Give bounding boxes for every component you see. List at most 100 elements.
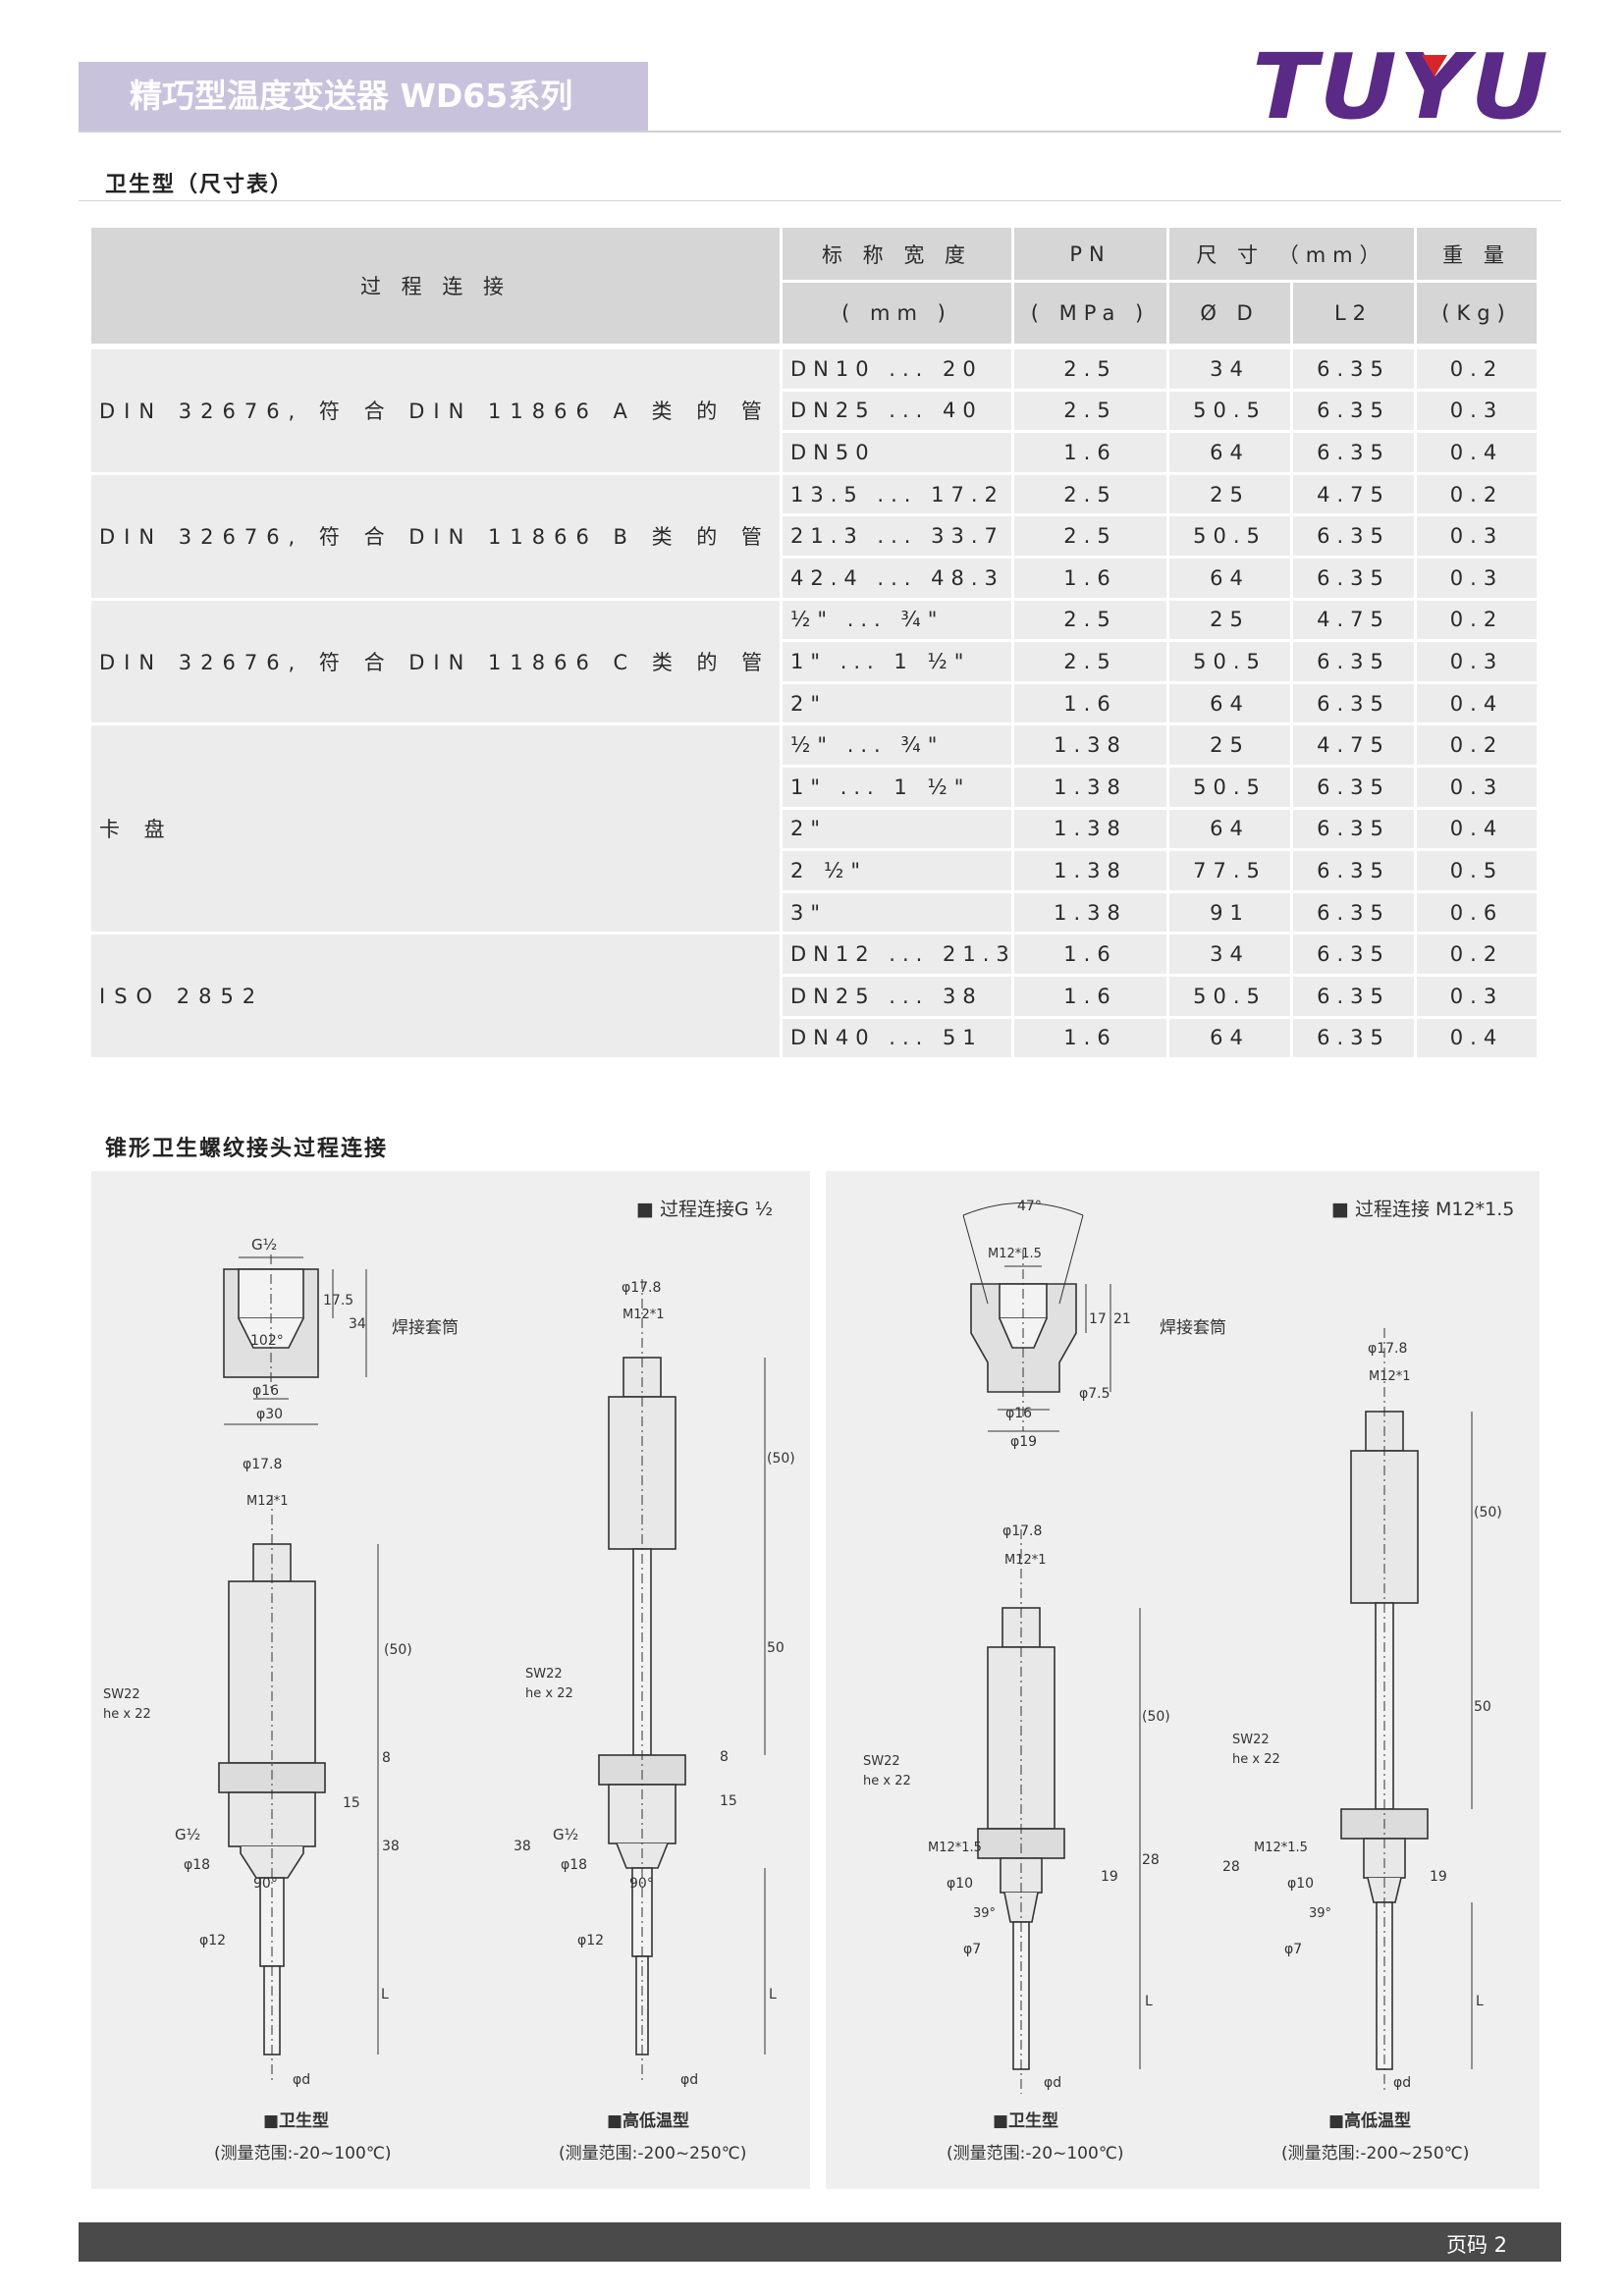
group-label: ISO 2852: [91, 934, 780, 1058]
header-dimension: 尺 寸 （mm）: [1169, 228, 1414, 280]
table-cell: 50.5: [1169, 768, 1290, 807]
table-cell: 91: [1169, 892, 1290, 933]
table-cell: DN25 ... 38: [783, 977, 1011, 1016]
table-cell: 6.35: [1293, 1018, 1414, 1058]
svg-text:15: 15: [720, 1793, 737, 1809]
table-cell: 6.35: [1293, 809, 1414, 849]
svg-text:28: 28: [1222, 1859, 1240, 1875]
svg-text:φ7: φ7: [963, 1942, 981, 1957]
svg-text:15: 15: [343, 1795, 360, 1811]
table-cell: 25: [1169, 474, 1290, 514]
svg-text:φ10: φ10: [947, 1876, 973, 1892]
svg-text:φd: φd: [1044, 2075, 1061, 2091]
svg-text:39°: 39°: [973, 1906, 996, 1921]
table-cell: 1.38: [1014, 892, 1166, 933]
table-cell: 2.5: [1014, 349, 1166, 389]
table-cell: DN12 ... 21.3: [783, 934, 1011, 974]
table-cell: 1" ... 1 ½": [783, 642, 1011, 681]
svg-text:φd: φd: [680, 2072, 698, 2088]
header-od: Ø D: [1169, 283, 1290, 344]
table-cell: 4.75: [1293, 725, 1414, 765]
connection-label-m12: ■ 过程连接 M12*1.5: [1331, 1199, 1514, 1220]
range-sanitary: (测量范围:-20~100℃): [214, 2144, 392, 2163]
header-weight-unit: (Kg): [1417, 283, 1537, 344]
table-cell: 1.38: [1014, 725, 1166, 765]
table-cell: 0.3: [1417, 642, 1537, 681]
svg-text:φ12: φ12: [577, 1933, 604, 1949]
table-cell: 0.3: [1417, 768, 1537, 807]
svg-text:G½: G½: [251, 1236, 277, 1254]
svg-text:8: 8: [720, 1749, 729, 1765]
svg-text:焊接套筒: 焊接套筒: [392, 1318, 459, 1338]
weld-sleeve-drawing: [223, 1255, 367, 1425]
svg-text:50: 50: [1474, 1699, 1491, 1715]
svg-text:L: L: [769, 1987, 777, 2002]
table-cell: 50.5: [1169, 516, 1290, 556]
table-cell: 1.6: [1014, 559, 1166, 598]
svg-text:φd: φd: [1393, 2075, 1411, 2091]
svg-text:焊接套筒: 焊接套筒: [1160, 1318, 1226, 1338]
header-pn-unit: ( MPa ): [1014, 283, 1166, 344]
sanitary-type-drawing: [218, 1495, 379, 2084]
svg-text:φ17.8: φ17.8: [243, 1457, 282, 1472]
table-cell: 0.6: [1417, 892, 1537, 933]
table-cell: 25: [1169, 725, 1290, 765]
table-cell: DN10 ... 20: [783, 349, 1011, 389]
drawing-panel-g-half: ■ 过程连接G ½ G½ 17.5 34 102° φ16 φ30 焊接套筒 φ…: [91, 1171, 810, 2189]
svg-text:SW22: SW22: [103, 1687, 140, 1702]
table-cell: 2.5: [1014, 600, 1166, 640]
table-cell: 2.5: [1014, 642, 1166, 681]
logo-triangle-icon: [1422, 55, 1447, 77]
group-label: DIN 32676, 符 合 DIN 11866 C 类 的 管 道: [91, 600, 807, 723]
table-cell: 6.35: [1293, 683, 1414, 723]
svg-text:φ16: φ16: [252, 1383, 279, 1399]
table-cell: 6.35: [1293, 892, 1414, 933]
table-cell: 0.2: [1417, 474, 1537, 514]
table-cell: 4.75: [1293, 474, 1414, 514]
svg-text:102°: 102°: [250, 1333, 284, 1349]
svg-text:φ18: φ18: [184, 1857, 210, 1873]
page-number: 页码 2: [1445, 2233, 1507, 2257]
svg-text:SW22: SW22: [1232, 1733, 1270, 1747]
table-cell: 0.2: [1417, 600, 1537, 640]
svg-text:he x 22: he x 22: [525, 1686, 573, 1701]
svg-text:L: L: [381, 1987, 389, 2002]
svg-text:φ19: φ19: [1010, 1434, 1037, 1450]
table-cell: 0.5: [1417, 851, 1537, 890]
table-cell: ½" ... ¾": [783, 725, 1011, 765]
table-cell: 6.35: [1293, 851, 1414, 890]
table-cell: 6.35: [1293, 391, 1414, 431]
svg-text:8: 8: [382, 1750, 391, 1766]
svg-text:(50): (50): [1142, 1709, 1170, 1725]
svg-text:28: 28: [1142, 1852, 1160, 1868]
svg-text:φ17.8: φ17.8: [1002, 1523, 1042, 1539]
svg-text:90°: 90°: [629, 1876, 654, 1892]
table-cell: 1.38: [1014, 809, 1166, 849]
sanitary-m12-drawing: [977, 1529, 1141, 2094]
table-cell: 1.38: [1014, 851, 1166, 890]
svg-text:he x 22: he x 22: [103, 1707, 151, 1722]
table-cell: 34: [1169, 349, 1290, 389]
table-cell: 42.4 ... 48.3: [783, 559, 1011, 598]
svg-text:φ12: φ12: [199, 1933, 226, 1949]
drawing-panel-m12: ■ 过程连接 M12*1.5 47° M12*1.5 17 21 φ7.5 φ1…: [826, 1171, 1540, 2189]
table-cell: 6.35: [1293, 977, 1414, 1016]
svg-text:M12*1.5: M12*1.5: [928, 1841, 982, 1855]
table-cell: 64: [1169, 1018, 1290, 1058]
svg-text:47°: 47°: [1017, 1199, 1042, 1214]
svg-text:17.5: 17.5: [323, 1293, 353, 1308]
dimension-table: 过 程 连 接标 称 宽 度( mm )PN( MPa )尺 寸 （mm）Ø D…: [91, 228, 1540, 1058]
table-cell: 1" ... 1 ½": [783, 768, 1011, 807]
table-cell: 6.35: [1293, 433, 1414, 472]
group-label: DIN 32676, 符 合 DIN 11866 B 类 的 管 道: [91, 474, 807, 598]
svg-text:φ10: φ10: [1287, 1876, 1314, 1892]
page-footer: 页码 2: [79, 2222, 1561, 2262]
table-cell: 6.35: [1293, 642, 1414, 681]
table-cell: 6.35: [1293, 516, 1414, 556]
document-title: 精巧型温度变送器 WD65系列: [79, 62, 648, 131]
caption-hilo-m12: ■高低温型: [1328, 2110, 1411, 2131]
svg-text:M12*1: M12*1: [623, 1308, 665, 1322]
caption-sanitary: ■卫生型: [263, 2110, 329, 2131]
table-cell: 1.6: [1014, 433, 1166, 472]
svg-text:φ18: φ18: [561, 1857, 587, 1873]
